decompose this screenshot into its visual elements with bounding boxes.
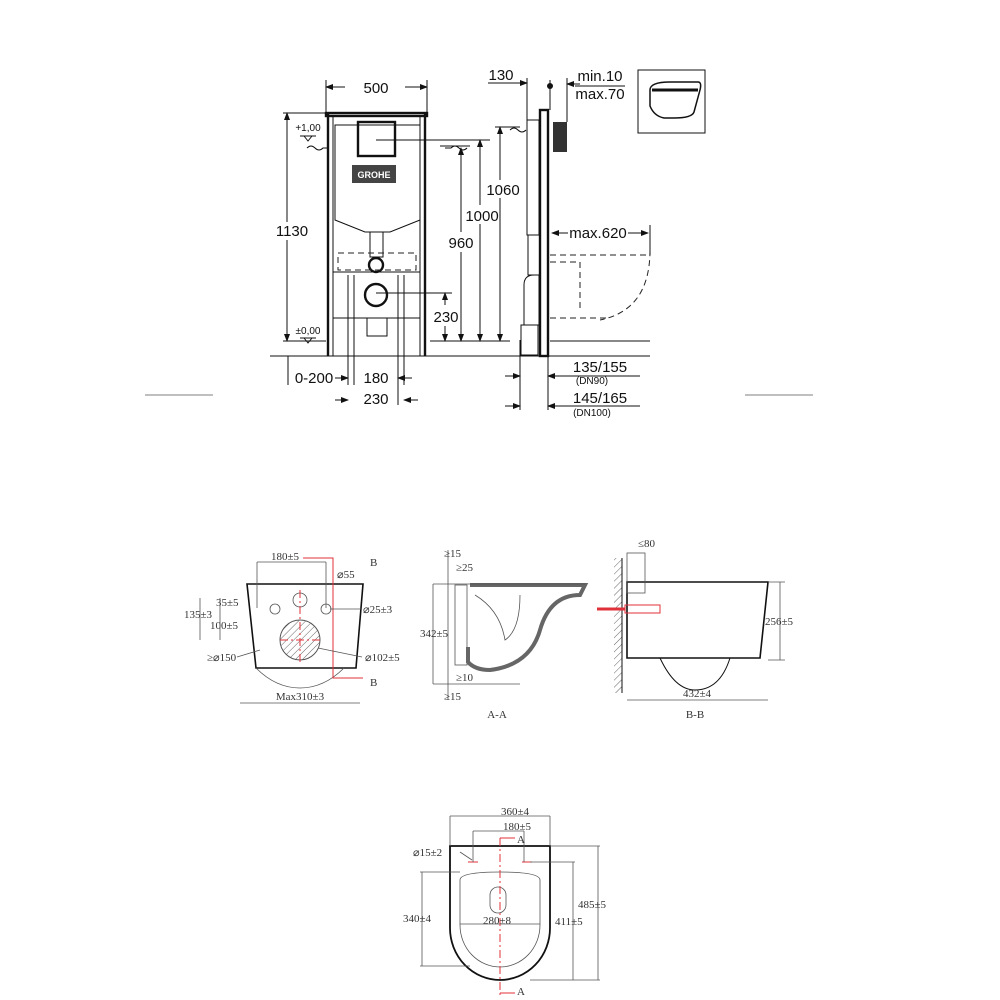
dim-d55: ⌀55 [337,569,355,581]
dim-holes-180: 180±5 [503,821,532,833]
waste-outlet [363,282,389,308]
dim-hole-15: ⌀15±2 [413,847,442,859]
dim-1060: 1060 [486,182,519,199]
dim-135-155: 135/155 [573,359,627,376]
section-a-a: ≥15 ≥25 342±5 ≥10 ≥15 A-A [420,548,589,721]
label-dn100: (DN100) [573,408,611,419]
dim-bottom-15: ≥15 [444,691,462,703]
dim-180-5: 180±5 [271,551,300,563]
dim-230-outlet: 230 [433,309,458,326]
level-top: +1,00 [295,123,321,134]
dim-top-25: ≥25 [456,562,474,574]
dim-length-411: 411±5 [555,916,583,928]
dim-max-310: Max310±3 [276,691,325,703]
dim-100-5: 100±5 [210,620,239,632]
dim-max-620: max.620 [569,225,627,242]
water-inlet-right [445,145,468,151]
section-b-b: ≤80 256±5 432±4 B-B [597,538,794,721]
dim-width-500: 500 [363,80,388,97]
section-b-top: B [370,557,377,569]
dim-145-165: 145/165 [573,390,627,407]
dim-width-280: 280±8 [483,915,512,927]
toilet-thumbnail [637,69,706,134]
frame-post [538,108,550,358]
grohe-logo [352,165,396,183]
dim-1000: 1000 [465,208,498,225]
dim-960: 960 [448,235,473,252]
dim-0-200: 0-200 [295,370,333,387]
dim-230: 230 [363,391,388,408]
water-inlet-left [306,145,329,151]
flush-actuator [553,122,567,152]
dim-wall-80: ≤80 [638,538,656,550]
dim-top-15: ≥15 [444,548,462,560]
section-a-top: A [517,834,525,846]
dim-bottom-10: ≥10 [456,672,474,684]
flush-plate [356,120,397,158]
frame-side-view: max.620 130 min.10 max.70 135/155 (DN90)… [488,67,651,419]
caption-a-a: A-A [487,709,507,721]
dim-height-1130: 1130 [276,223,308,240]
dim-length-432: 432±4 [683,688,712,700]
dim-max-70: max.70 [575,86,624,103]
dim-height-256: 256±5 [765,616,794,628]
cistern [334,124,421,233]
dim-130: 130 [488,67,513,84]
dim-35-5: 35±5 [216,597,239,609]
label-dn90: (DN90) [576,376,608,387]
svg-text:GROHE: GROHE [357,170,390,180]
dim-length-340: 340±4 [403,913,432,925]
dim-height-342: 342±5 [420,628,449,640]
section-b-bottom: B [370,677,377,689]
dim-135-3: 135±3 [184,609,213,621]
bowl-outline [449,845,551,981]
dim-hole-25: ⌀25±3 [363,604,393,616]
wall-hatch [614,558,622,693]
bowl-rear-view: 180±5 B B ⌀55 35±5 135±3 100±5 ⌀25±3 ≥⌀1… [184,551,400,704]
dim-180: 180 [363,370,388,387]
caption-b-b: B-B [686,709,704,721]
level-floor: ±0,00 [296,326,321,337]
dim-length-485: 485±5 [578,899,607,911]
bowl-top-view: 360±4 180±5 A A ⌀15±2 485±5 340±4 280±8 … [403,806,607,998]
dim-min-10: min.10 [577,68,622,85]
section-a-bottom: A [517,986,525,998]
frame-front-view: GROHE 500 1130 +1,00 ±0,00 960 1000 [270,80,650,408]
dim-outlet-102: ⌀102±5 [365,652,400,664]
dim-width-360: 360±4 [501,806,530,818]
dim-min-150: ≥⌀150 [207,652,237,664]
